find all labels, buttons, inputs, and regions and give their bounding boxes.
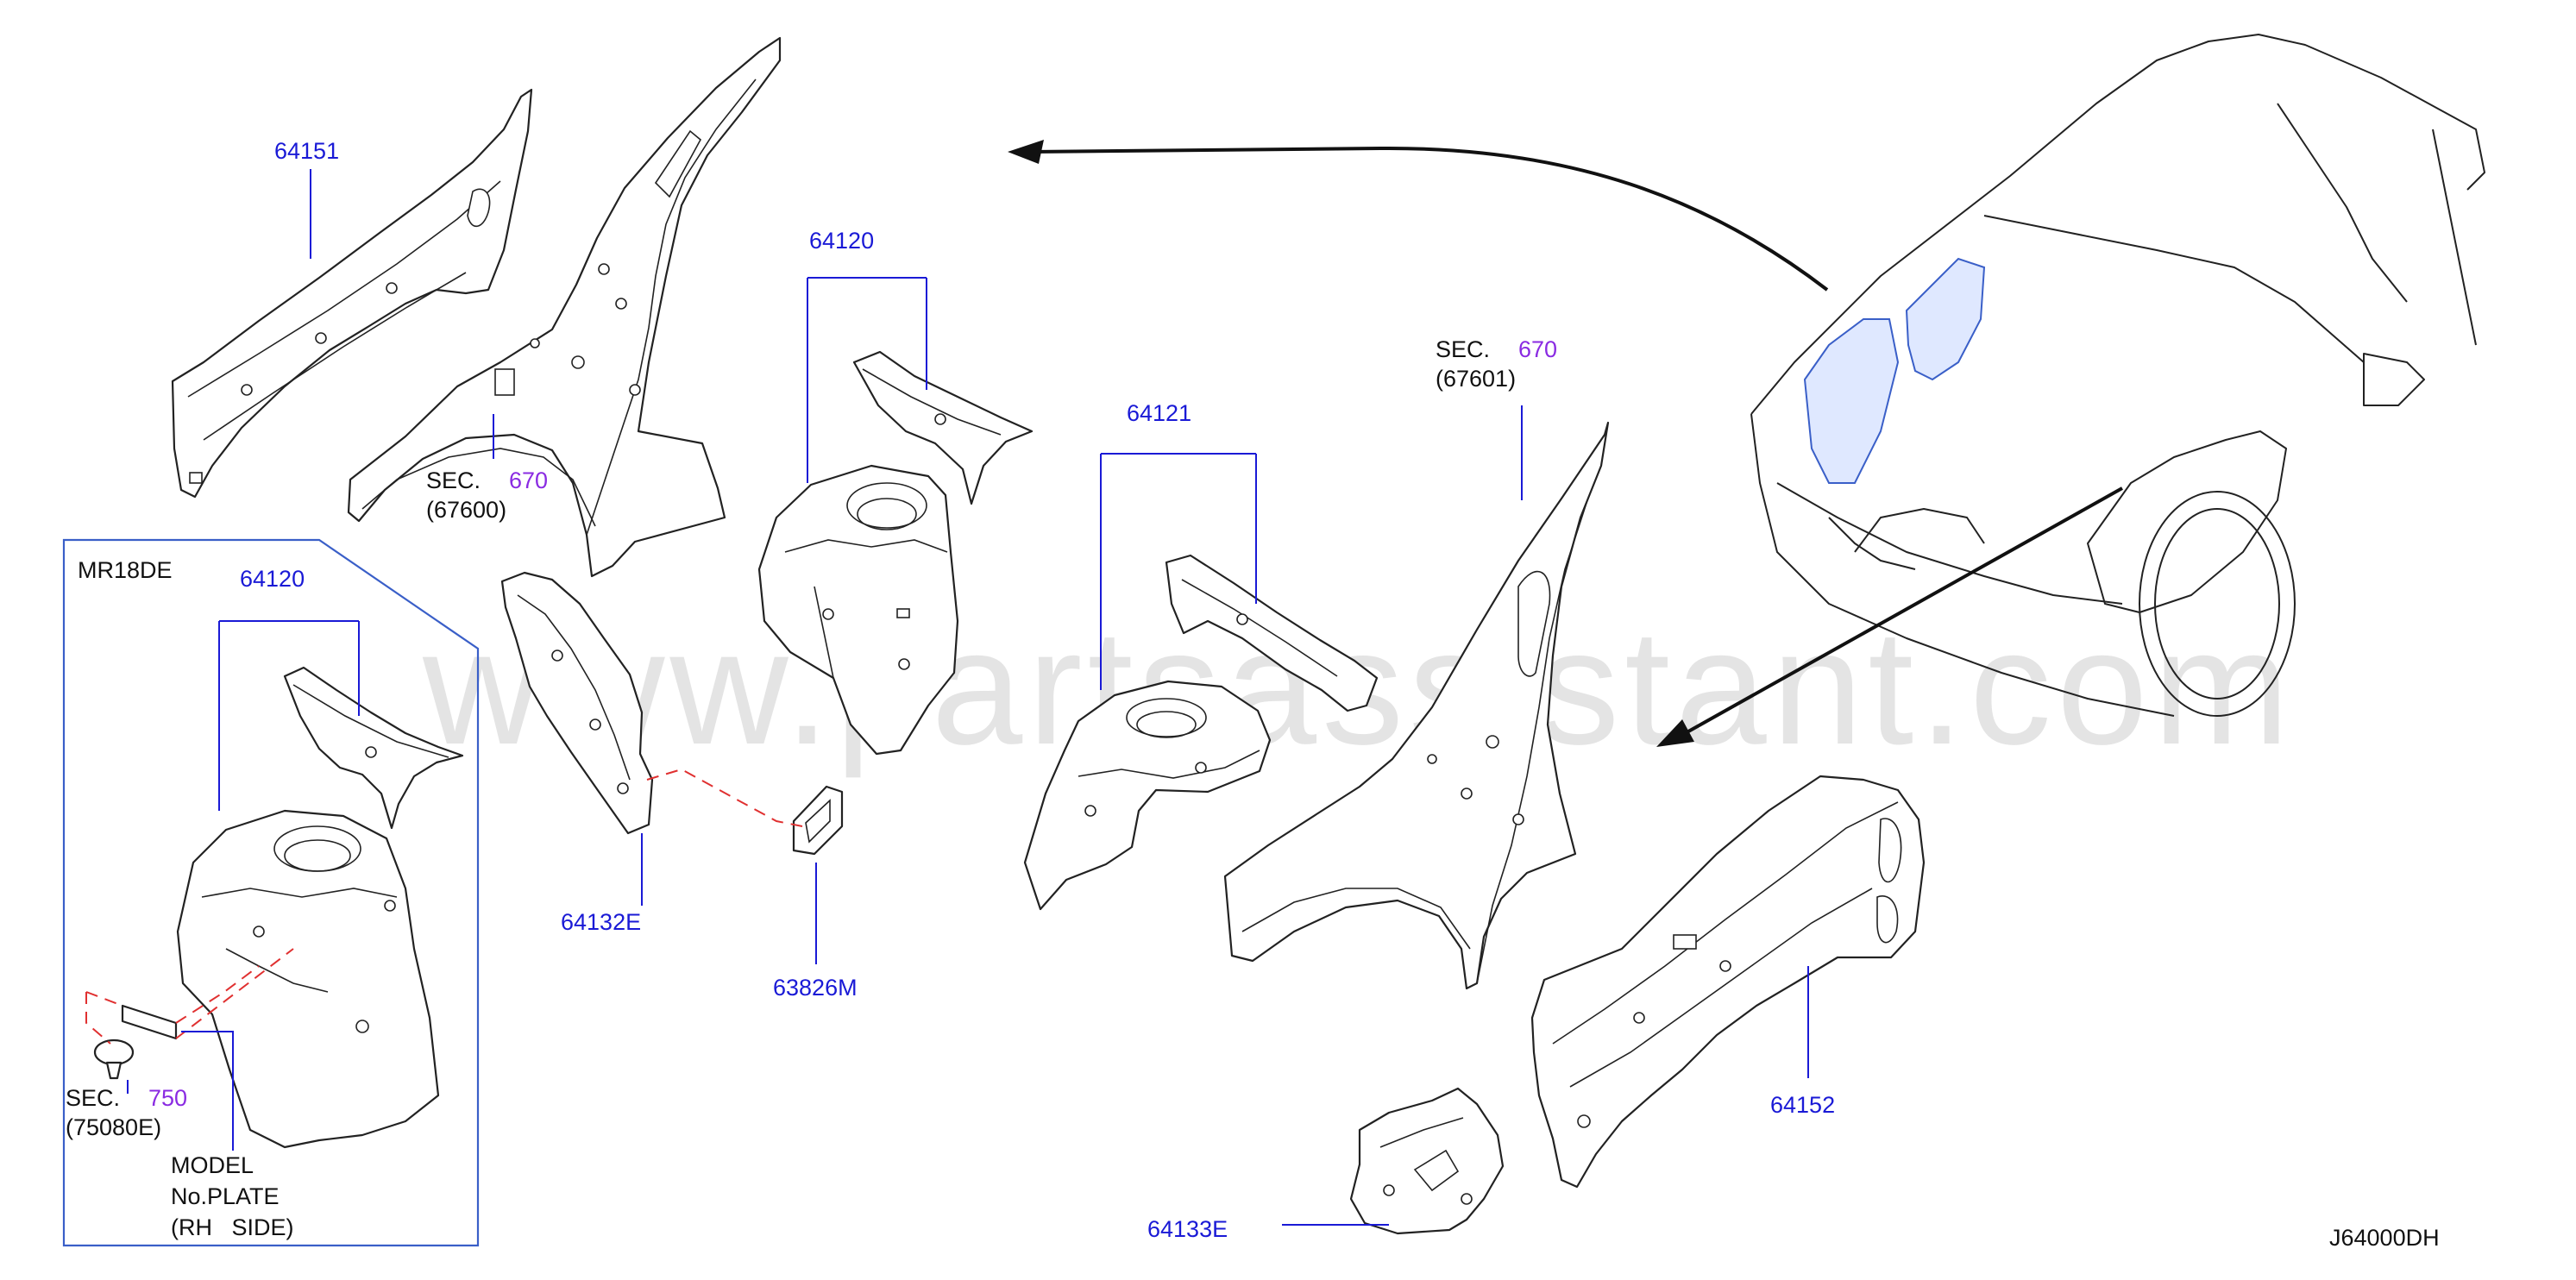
- label-64121[interactable]: 64121: [1127, 400, 1191, 426]
- part-67601-drawing: [1223, 421, 1610, 990]
- section-box-ref: (75080E): [66, 1114, 161, 1140]
- dashed-connectors: [85, 768, 803, 1045]
- section-box-prefix: SEC.: [66, 1085, 120, 1111]
- model-plate-line2: No.PLATE: [171, 1183, 280, 1209]
- section-left-ref: (67600): [426, 497, 506, 523]
- label-64132e[interactable]: 64132E: [561, 909, 641, 935]
- label-64133e[interactable]: 64133E: [1147, 1216, 1228, 1242]
- part-63826m-drawing: [792, 785, 844, 856]
- diagram-code: J64000DH: [2329, 1225, 2440, 1251]
- label-64151[interactable]: 64151: [274, 138, 339, 164]
- model-plate-line1: MODEL: [171, 1152, 254, 1178]
- label-64120-top[interactable]: 64120: [809, 228, 874, 254]
- label-64152[interactable]: 64152: [1770, 1092, 1835, 1118]
- arrows: [1008, 140, 2123, 747]
- section-right-number[interactable]: 670: [1518, 336, 1557, 362]
- part-64120-top-drawing: [757, 350, 1034, 756]
- label-63826m[interactable]: 63826M: [773, 975, 858, 1001]
- section-right-prefix: SEC.: [1436, 336, 1490, 362]
- mr18de-variant-box: [62, 538, 480, 1247]
- section-left-prefix: SEC.: [426, 467, 481, 493]
- part-64132e-drawing: [500, 571, 654, 835]
- section-right-ref: (67601): [1436, 366, 1516, 392]
- variant-box-label: MR18DE: [78, 557, 173, 583]
- part-64121-drawing: [1023, 554, 1379, 911]
- leader-lines: [127, 169, 1809, 1226]
- model-plate-line3: (RH SIDE): [171, 1214, 294, 1240]
- part-67600-drawing: [347, 36, 782, 578]
- section-left-number[interactable]: 670: [509, 467, 548, 493]
- clip-750-drawing: [93, 1038, 135, 1080]
- label-64120-box[interactable]: 64120: [240, 566, 305, 592]
- vehicle-locator-drawing: [1750, 34, 2485, 717]
- part-64120-box-drawing: [176, 666, 464, 1149]
- section-box-number[interactable]: 750: [148, 1085, 187, 1111]
- part-64152-drawing: [1530, 775, 1926, 1189]
- part-64133e-drawing: [1349, 1087, 1505, 1235]
- part-64151-drawing: [171, 88, 533, 499]
- model-plate-drawing: [121, 1004, 178, 1040]
